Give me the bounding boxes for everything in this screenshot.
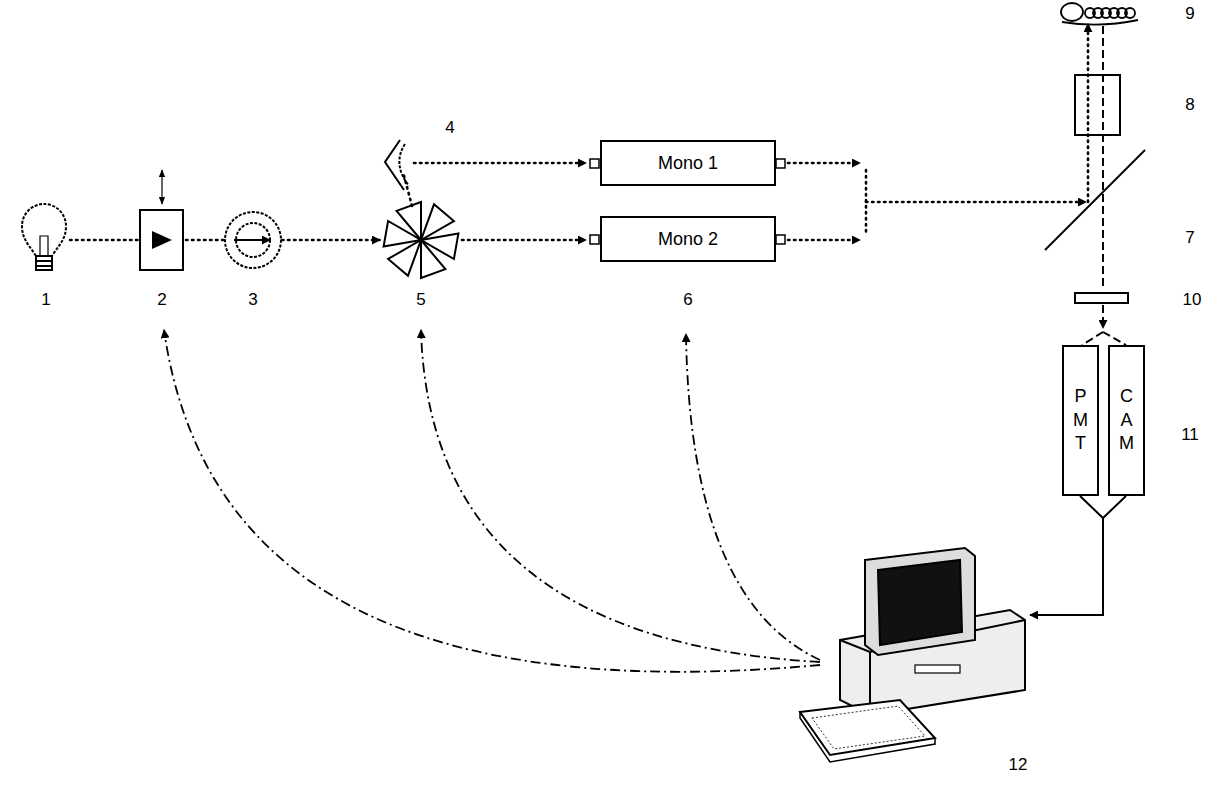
node-text: Mono 2 [658, 229, 718, 250]
detector-box: CAM [1108, 345, 1145, 496]
specimen [1061, 3, 1138, 25]
chopper-wheel [384, 202, 459, 278]
callout-number: 7 [1185, 228, 1194, 248]
computer [800, 548, 1025, 762]
detector-box: PMT [1062, 345, 1099, 496]
callout-number: 2 [157, 290, 166, 310]
signal-line [1030, 496, 1126, 615]
chopper-blade [421, 240, 445, 278]
callout-number: 8 [1185, 95, 1194, 115]
callout-number: 12 [1009, 755, 1028, 775]
monochromator-box: Mono 1 [600, 140, 776, 186]
emission-filter [1075, 293, 1128, 303]
node-text: CAM [1118, 385, 1136, 455]
callout-number: 4 [445, 118, 454, 138]
callout-number: 11 [1181, 425, 1199, 445]
node-text: PMT [1072, 385, 1090, 455]
chopper-blade [397, 202, 421, 240]
coil-winding [1125, 8, 1135, 18]
callout-number: 5 [416, 290, 425, 310]
control-lines [164, 330, 820, 672]
callout-number: 1 [41, 290, 50, 310]
dichroic-mirror [1045, 150, 1145, 250]
filter-slider [140, 170, 183, 270]
callout-number: 6 [683, 290, 692, 310]
chopper-blade [421, 204, 454, 240]
callout-number: 9 [1185, 4, 1194, 24]
monochromator-box: Mono 2 [600, 216, 776, 262]
filter-wheel [225, 212, 281, 268]
callout-number: 10 [1183, 290, 1202, 310]
excitation-beam [70, 24, 1088, 240]
objective [1075, 75, 1120, 135]
lamp [22, 204, 66, 270]
node-text: Mono 1 [658, 153, 718, 174]
callout-number: 3 [248, 290, 257, 310]
